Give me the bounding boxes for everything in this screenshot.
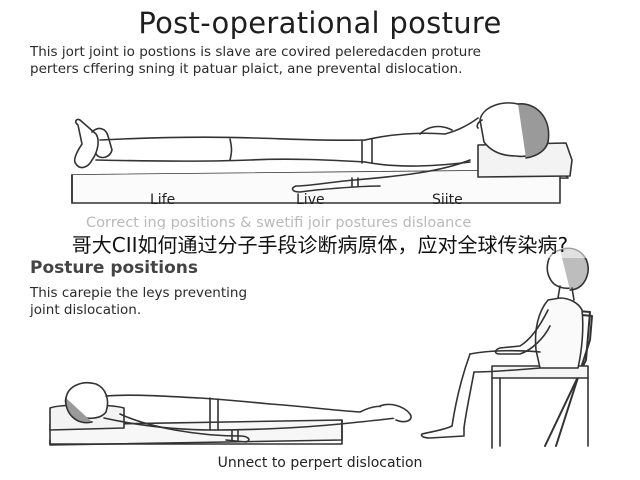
bed-label-3: Siite bbox=[432, 192, 463, 208]
intro-text: This jort joint io postions is slave are… bbox=[30, 44, 620, 78]
bottom-caption: Unnect to perpert dislocation bbox=[217, 455, 423, 471]
intro-line-1: This jort joint io postions is slave are… bbox=[30, 44, 481, 60]
intro-line-2: perters cffering sning it patuar plaict,… bbox=[30, 61, 463, 77]
bed-label-2: Live bbox=[296, 192, 325, 208]
section-desc-line-2: joint dislocation. bbox=[30, 302, 142, 318]
overlay-text: 哥大CII如何通过分子手段诊断病原体，应对全球传染病? bbox=[0, 229, 640, 258]
section-description: This carepie the leys preventing joint d… bbox=[30, 285, 247, 319]
section-desc-line-1: This carepie the leys preventing bbox=[30, 285, 248, 301]
bottom-lying-person bbox=[64, 382, 412, 443]
section-heading: Posture positions bbox=[30, 258, 198, 278]
page-title: Post-operational posture bbox=[138, 6, 502, 40]
top-lying-person bbox=[73, 102, 550, 193]
bed-label-1: Life bbox=[150, 192, 176, 208]
seated-person-on-chair bbox=[420, 247, 593, 449]
faded-caption: Correct ing positions & swetifi joir pos… bbox=[86, 215, 472, 231]
